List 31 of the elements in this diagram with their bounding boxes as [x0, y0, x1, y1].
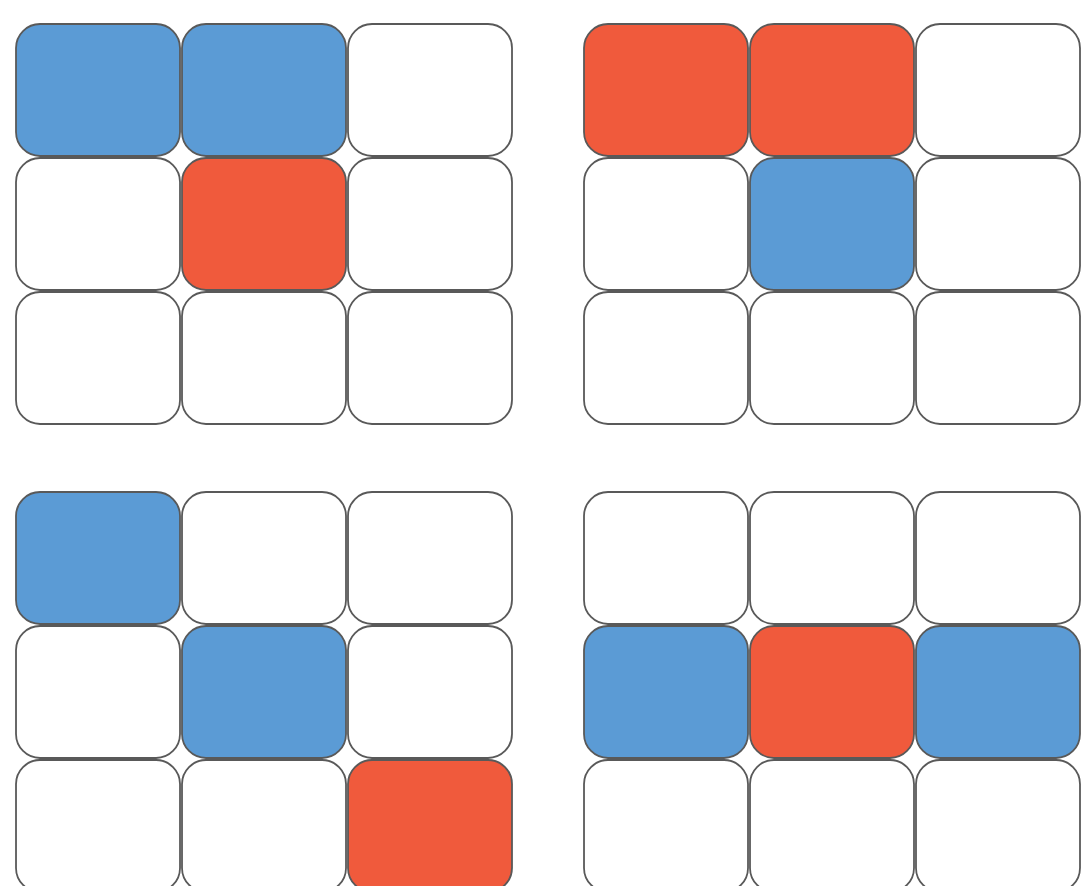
rounded-square — [15, 23, 181, 157]
rounded-square — [347, 23, 513, 157]
rounded-square — [181, 491, 347, 625]
rounded-square — [915, 625, 1081, 759]
rounded-square — [749, 625, 915, 759]
rounded-square — [181, 291, 347, 425]
rounded-square — [915, 491, 1081, 625]
rounded-square — [347, 291, 513, 425]
rounded-square — [15, 157, 181, 291]
rounded-square — [915, 157, 1081, 291]
rounded-square — [15, 291, 181, 425]
rounded-square — [915, 291, 1081, 425]
rounded-square — [749, 291, 915, 425]
rounded-square — [15, 625, 181, 759]
rounded-square — [749, 157, 915, 291]
rounded-square — [347, 625, 513, 759]
rounded-square — [583, 625, 749, 759]
rounded-square — [583, 491, 749, 625]
rounded-square — [583, 157, 749, 291]
rounded-square — [583, 23, 749, 157]
rounded-square — [15, 491, 181, 625]
rounded-square — [749, 491, 915, 625]
rounded-square — [181, 23, 347, 157]
rounded-square — [347, 491, 513, 625]
rounded-square — [749, 23, 915, 157]
rounded-square — [347, 759, 513, 886]
rounded-square — [181, 625, 347, 759]
rounded-square — [583, 291, 749, 425]
rounded-square — [347, 157, 513, 291]
rounded-square — [915, 23, 1081, 157]
rounded-square — [181, 157, 347, 291]
